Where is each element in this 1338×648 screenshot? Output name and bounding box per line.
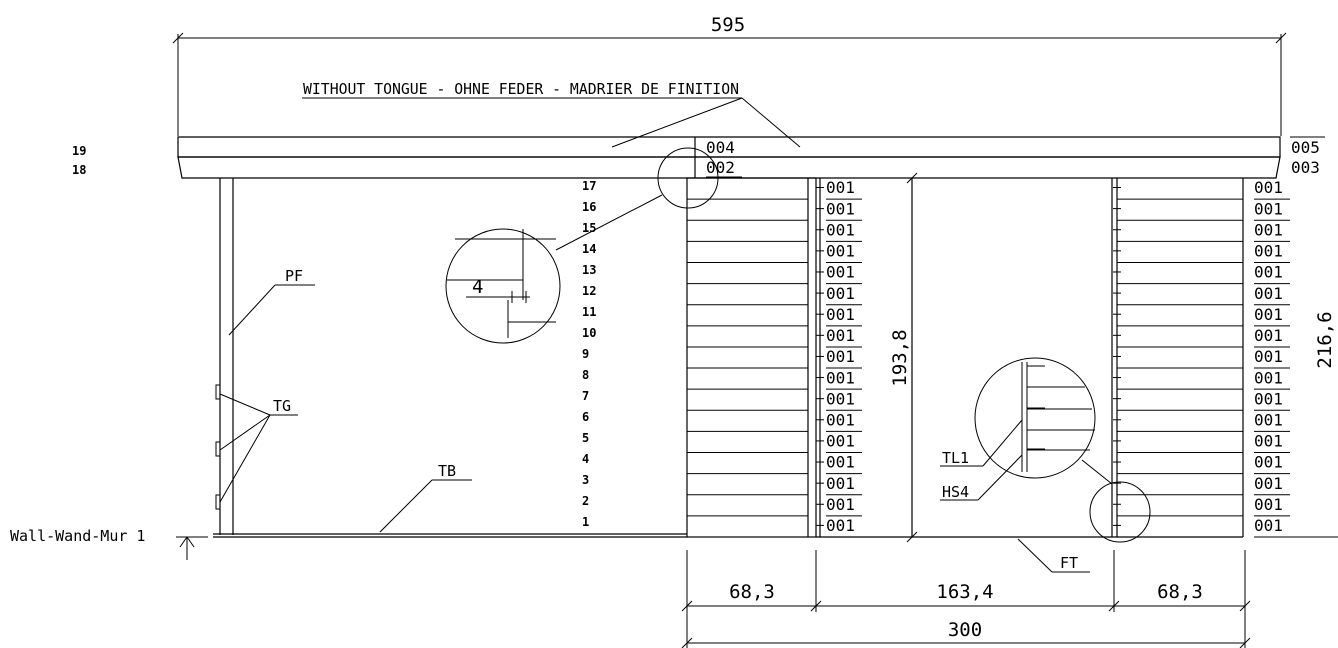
course-3: 3 xyxy=(582,473,589,487)
course-codes-middle: 001 001 001 001 001 001 001 001 001 001 001 001 001 0… xyxy=(826,178,862,538)
finishing-board-label: WITHOUT TONGUE - OHNE FEDER - MADRIER DE… xyxy=(303,80,739,98)
beam-code-003: 003 xyxy=(1291,158,1320,177)
course-code-right: 001 xyxy=(1254,220,1283,239)
course-16: 16 xyxy=(582,200,596,214)
course-9: 9 xyxy=(582,347,589,361)
top-beams xyxy=(177,136,1281,179)
wall-height-dimension: 216,6 xyxy=(1275,311,1338,538)
middle-section-label: 163,4 xyxy=(936,581,993,603)
course-12: 12 xyxy=(582,284,596,298)
course-10: 10 xyxy=(582,326,596,340)
course-code-middle: 001 xyxy=(826,432,855,451)
course-code-middle: 001 xyxy=(826,495,855,514)
left-post: PF xyxy=(219,178,315,535)
course-code-right: 001 xyxy=(1254,389,1283,408)
beam-code-004: 004 xyxy=(706,138,735,157)
course-1: 1 xyxy=(582,515,589,529)
course-13: 13 xyxy=(582,263,596,277)
course-code-right: 001 xyxy=(1254,178,1283,197)
course-code-middle: 001 xyxy=(826,368,855,387)
door-height-label: 193,8 xyxy=(889,329,911,386)
door-opening: 193,8 xyxy=(816,172,1117,543)
course-code-right: 001 xyxy=(1254,263,1283,282)
course-code-middle: 001 xyxy=(826,453,855,472)
course-code-right: 001 xyxy=(1254,410,1283,429)
course-code-right: 001 xyxy=(1254,368,1283,387)
detail-callout-top: 4 xyxy=(445,147,719,344)
pf-label: PF xyxy=(285,267,303,285)
course-code-right: 001 xyxy=(1254,347,1283,366)
left-wall-block xyxy=(686,177,824,538)
finishing-board-callout: WITHOUT TONGUE - OHNE FEDER - MADRIER DE… xyxy=(302,80,801,148)
course-codes-right: 001 001 001 001 001 001 001 001 001 001 001 001 001 0… xyxy=(1254,178,1290,538)
right-section-label: 68,3 xyxy=(1157,581,1203,603)
course-code-middle: 001 xyxy=(826,347,855,366)
wall-label: Wall-Wand-Mur 1 xyxy=(10,527,145,545)
beam-code-005: 005 xyxy=(1291,138,1320,157)
course-code-middle: 001 xyxy=(826,242,855,261)
hs4-label: HS4 xyxy=(942,483,969,501)
bottom-plate: TB xyxy=(213,462,687,538)
row-label-18: 18 xyxy=(72,163,86,177)
course-code-right: 001 xyxy=(1254,242,1283,261)
overall-width-label: 595 xyxy=(711,14,745,36)
course-code-right: 001 xyxy=(1254,432,1283,451)
course-code-middle: 001 xyxy=(826,326,855,345)
tl1-label: TL1 xyxy=(942,449,969,467)
detail-dimension-label: 4 xyxy=(472,276,483,298)
beam-code-002: 002 xyxy=(706,158,735,177)
course-2: 2 xyxy=(582,494,589,508)
course-6: 6 xyxy=(582,410,589,424)
course-numbers: 17 16 15 14 13 12 11 10 9 8 7 6 5 4 3 2 … xyxy=(582,179,596,529)
course-code-middle: 001 xyxy=(826,305,855,324)
right-wall-block xyxy=(1111,178,1244,538)
row-label-19: 19 xyxy=(72,144,86,158)
course-code-middle: 001 xyxy=(826,263,855,282)
course-code-right: 001 xyxy=(1254,284,1283,303)
course-code-right: 001 xyxy=(1254,326,1283,345)
ft-callout: FT xyxy=(1017,538,1090,573)
course-code-middle: 001 xyxy=(826,516,855,535)
base-width-label: 300 xyxy=(948,619,982,641)
course-8: 8 xyxy=(582,368,589,382)
tb-label: TB xyxy=(438,462,456,480)
tg-brackets: TG xyxy=(215,384,298,510)
course-17: 17 xyxy=(582,179,596,193)
course-code-middle: 001 xyxy=(826,389,855,408)
course-15: 15 xyxy=(582,221,596,235)
course-7: 7 xyxy=(582,389,589,403)
course-code-middle: 001 xyxy=(826,220,855,239)
course-4: 4 xyxy=(582,452,589,466)
course-code-middle: 001 xyxy=(826,284,855,303)
course-code-middle: 001 xyxy=(826,178,855,197)
left-section-label: 68,3 xyxy=(729,581,775,603)
course-code-middle: 001 xyxy=(826,410,855,429)
course-code-right: 001 xyxy=(1254,474,1283,493)
course-code-right: 001 xyxy=(1254,516,1283,535)
course-14: 14 xyxy=(582,242,596,256)
tg-label: TG xyxy=(273,397,291,415)
detail-callout-bottom: TL1 HS4 xyxy=(940,357,1151,543)
course-11: 11 xyxy=(582,305,596,319)
course-code-right: 001 xyxy=(1254,495,1283,514)
wall-height-label: 216,6 xyxy=(1314,311,1336,368)
course-code-right: 001 xyxy=(1254,453,1283,472)
course-code-middle: 001 xyxy=(826,474,855,493)
bottom-dimensions: 68,3 163,4 68,3 300 xyxy=(681,550,1251,648)
course-code-middle: 001 xyxy=(826,199,855,218)
ft-label: FT xyxy=(1060,554,1078,572)
wall-marker xyxy=(176,536,208,560)
course-code-right: 001 xyxy=(1254,305,1283,324)
course-code-right: 001 xyxy=(1254,199,1283,218)
overall-dimension: 595 xyxy=(172,14,1287,136)
course-5: 5 xyxy=(582,431,589,445)
